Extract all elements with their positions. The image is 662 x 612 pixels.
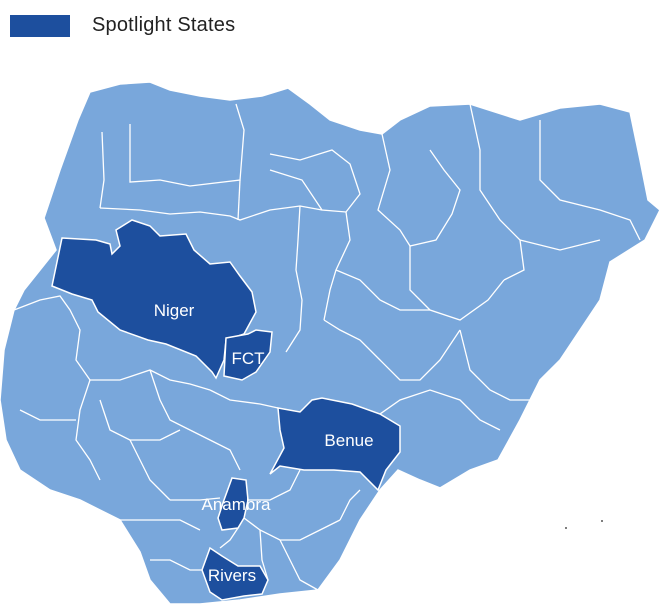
state-rivers[interactable] — [201, 546, 269, 601]
offshore-dot — [601, 520, 603, 522]
state-benue[interactable] — [269, 397, 401, 492]
label-rivers: Rivers — [208, 566, 256, 585]
label-benue: Benue — [324, 431, 373, 450]
state-borders — [13, 103, 641, 591]
label-fct: FCT — [231, 349, 264, 368]
legend-swatch-spotlight — [10, 14, 70, 37]
state-niger[interactable] — [51, 219, 257, 380]
legend-label: Spotlight States — [92, 14, 236, 36]
label-anambra: Anambra — [202, 495, 272, 514]
label-niger: Niger — [154, 301, 195, 320]
offshore-dot — [565, 527, 567, 529]
map-legend: Spotlight States — [10, 14, 235, 37]
state-fct[interactable] — [223, 329, 273, 381]
